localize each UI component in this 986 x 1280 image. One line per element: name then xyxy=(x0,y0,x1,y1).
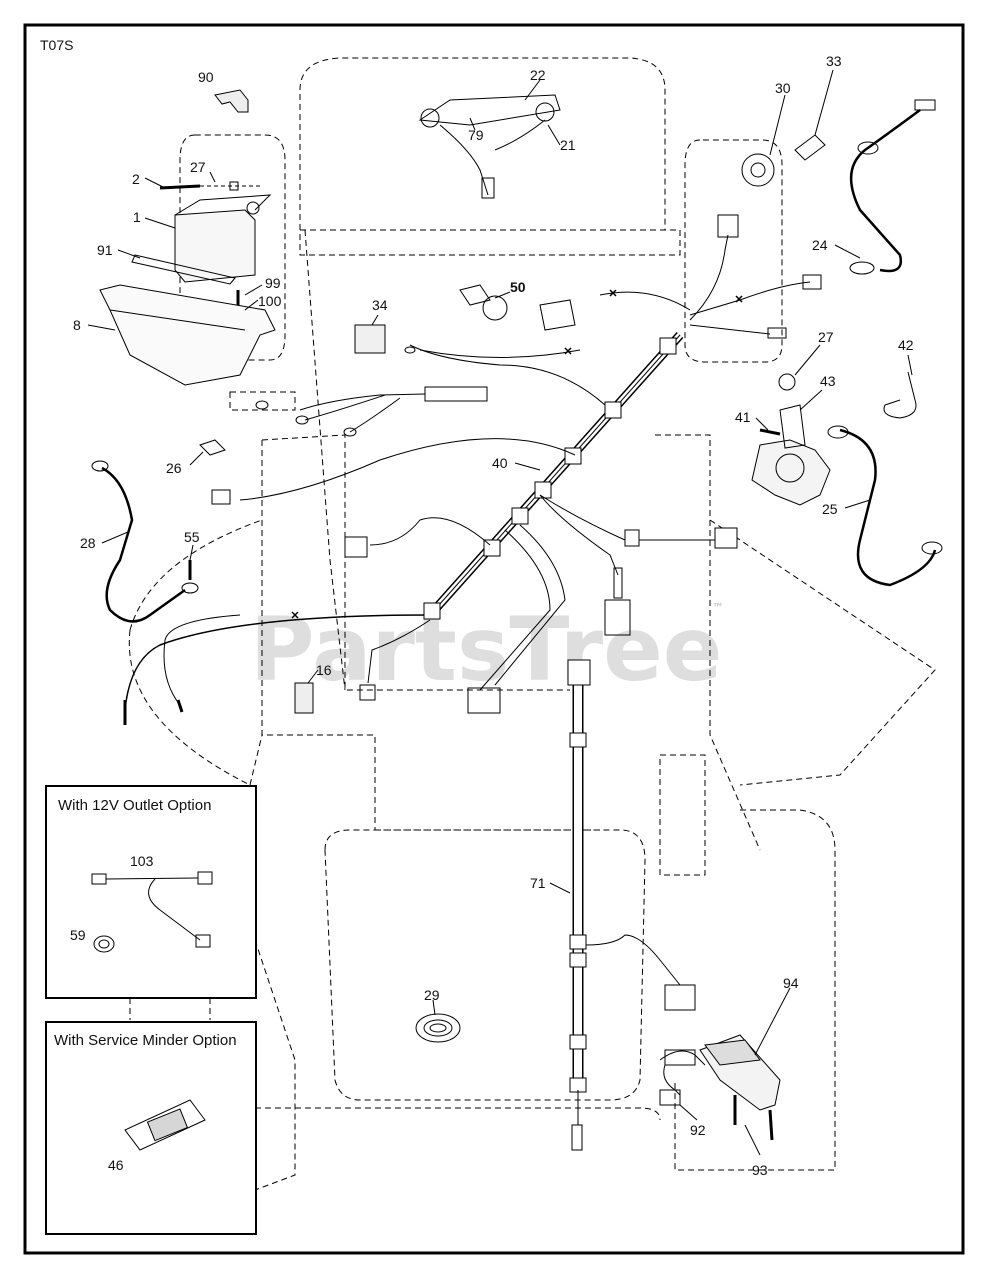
relay-34-icon xyxy=(354,324,386,354)
diagram-frame xyxy=(23,23,965,1255)
outlet-connector-lower xyxy=(195,934,211,948)
inset-service-minder: With Service Minder Option 46 xyxy=(45,1021,257,1235)
components xyxy=(91,89,943,1151)
callout-26: 26 xyxy=(166,460,182,476)
inset-12v-outlet-title: With 12V Outlet Option xyxy=(58,797,211,814)
callout-41: 41 xyxy=(735,409,751,425)
ignition-key-icon xyxy=(794,134,826,161)
callout-50: 50 xyxy=(510,279,526,295)
leader-lines xyxy=(87,69,913,1156)
connector-71-branch-icon xyxy=(664,984,696,1011)
component-50-icon xyxy=(459,284,491,306)
callout-94: 94 xyxy=(783,975,799,991)
callout-27-battery: 27 xyxy=(190,159,206,175)
battery-icon xyxy=(174,209,256,283)
ignition-switch-icon xyxy=(741,153,775,187)
callout-1: 1 xyxy=(133,209,141,225)
outlet-socket-icon xyxy=(93,935,115,953)
callout-91: 91 xyxy=(97,242,113,258)
bracket-90-icon xyxy=(214,89,249,113)
callout-22: 22 xyxy=(530,67,546,83)
solenoid-43-icon xyxy=(751,439,831,506)
callout-100: 100 xyxy=(258,293,282,309)
component-42-icon xyxy=(883,371,917,419)
battery-tray-icon xyxy=(99,284,276,386)
callout-103: 103 xyxy=(130,853,154,869)
hold-down-91-icon xyxy=(131,254,236,285)
watermark-trademark: ™ xyxy=(712,601,724,615)
inset-service-minder-title: With Service Minder Option xyxy=(54,1032,237,1049)
callout-28: 28 xyxy=(80,535,96,551)
callout-27-solenoid: 27 xyxy=(818,329,834,345)
cable-28-icon xyxy=(101,466,186,623)
callout-46: 46 xyxy=(108,1157,124,1173)
headlight-assembly-icon xyxy=(418,94,561,126)
callout-16: 16 xyxy=(316,662,332,678)
callout-29: 29 xyxy=(424,987,440,1003)
callout-34: 34 xyxy=(372,297,388,313)
callout-92: 92 xyxy=(690,1122,706,1138)
connector-harness-mid-icon xyxy=(604,599,631,636)
bolt-2-icon xyxy=(159,184,201,190)
callout-59: 59 xyxy=(70,927,86,943)
callout-42: 42 xyxy=(898,337,914,353)
callout-33: 33 xyxy=(826,53,842,69)
inset-12v-outlet: With 12V Outlet Option 103 59 xyxy=(45,785,257,999)
chassis-outline xyxy=(128,57,936,1191)
callout-8: 8 xyxy=(73,317,81,333)
component-29-icon xyxy=(415,1013,461,1043)
callout-30: 30 xyxy=(775,80,791,96)
component-26-icon xyxy=(199,439,226,456)
callout-79: 79 xyxy=(468,127,484,143)
watermark-text: PartsTree xyxy=(250,598,722,701)
connector-92-icon xyxy=(659,1089,681,1106)
callout-55: 55 xyxy=(184,529,200,545)
callout-40: 40 xyxy=(492,455,508,471)
callout-24: 24 xyxy=(812,237,828,253)
connector-lower-harness-icon xyxy=(467,687,501,714)
callout-21: 21 xyxy=(560,137,576,153)
callout-43: 43 xyxy=(820,373,836,389)
cable-24-icon xyxy=(849,108,921,273)
callout-2: 2 xyxy=(132,171,140,187)
connector-16-icon xyxy=(294,682,314,714)
callout-99: 99 xyxy=(265,275,281,291)
diagram-code: T07S xyxy=(40,37,73,53)
cable-25-icon xyxy=(839,428,937,587)
nut-27-icon xyxy=(778,373,796,391)
callout-90: 90 xyxy=(198,69,214,85)
callout-93: 93 xyxy=(752,1162,768,1178)
callout-71: 71 xyxy=(530,875,546,891)
wire-break-marks xyxy=(291,289,743,619)
callout-25: 25 xyxy=(822,501,838,517)
